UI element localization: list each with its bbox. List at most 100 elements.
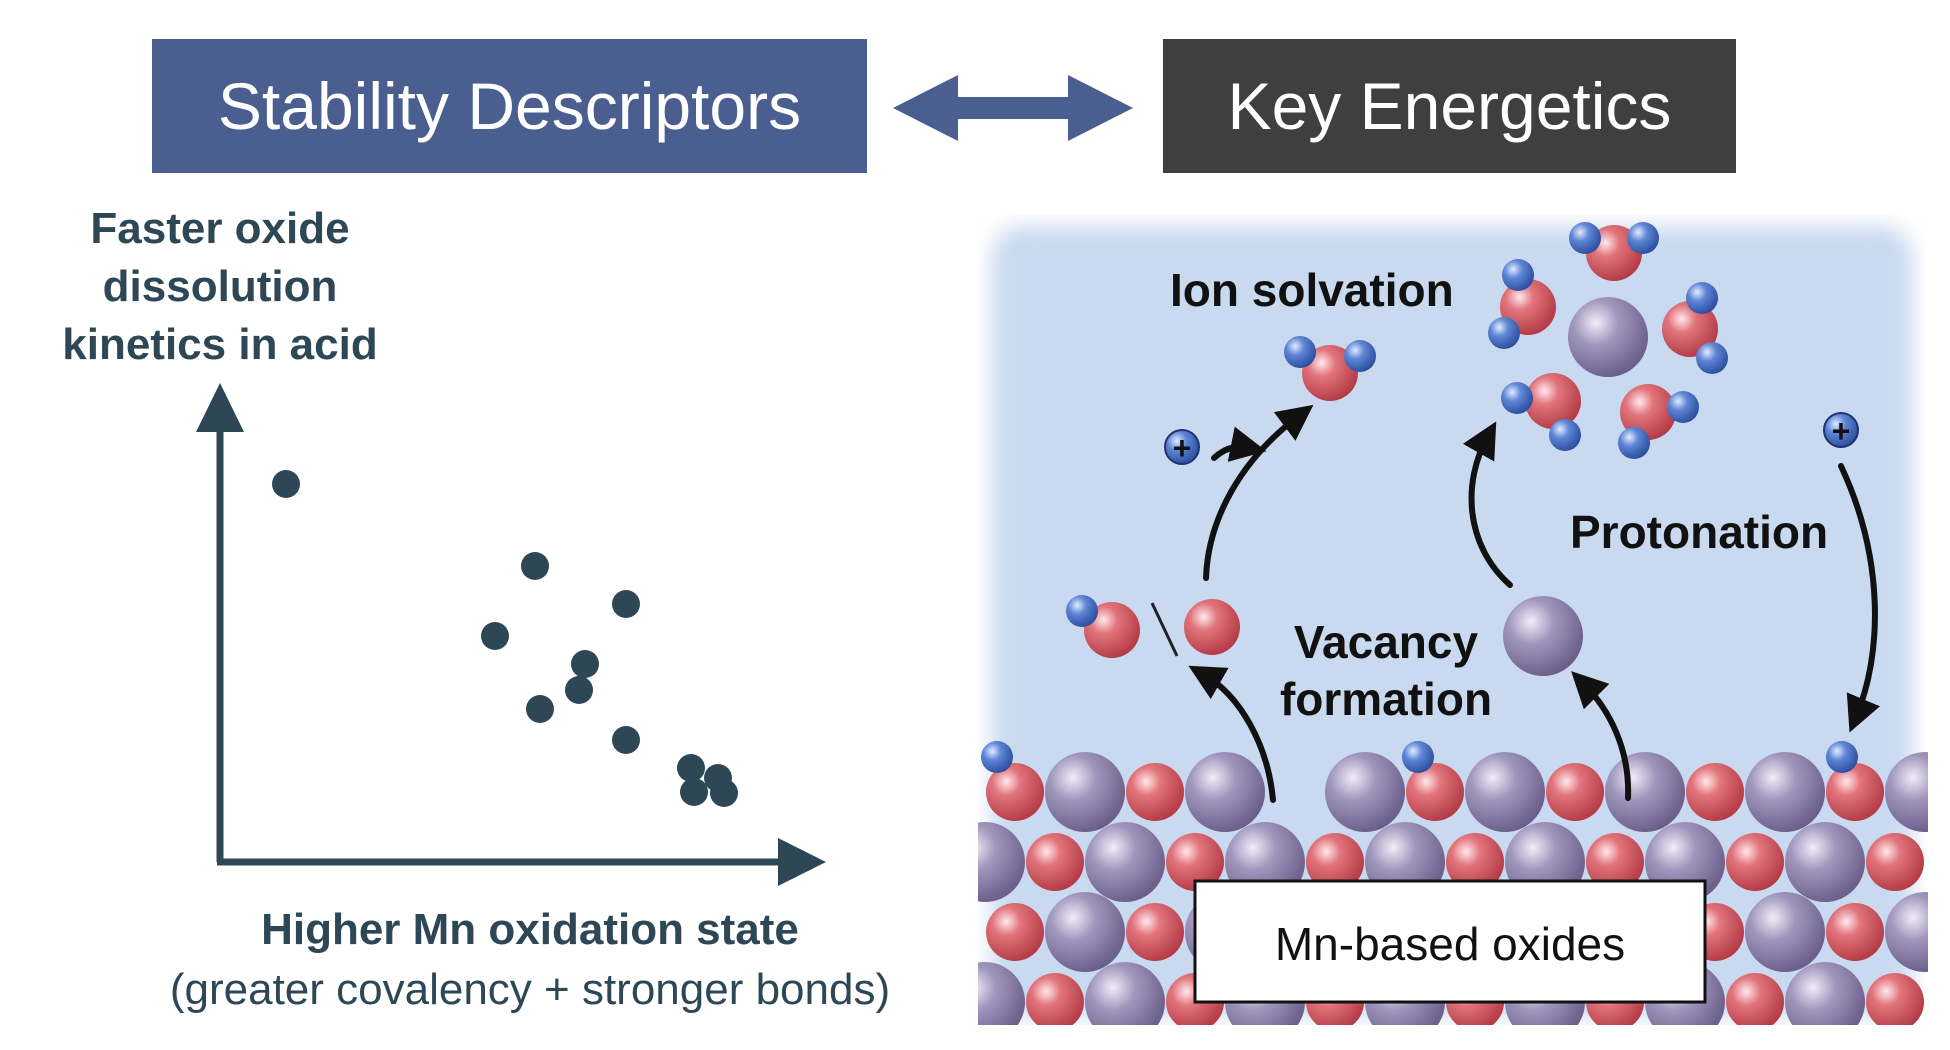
proton <box>1569 222 1601 254</box>
scatter-points <box>272 470 738 807</box>
water-oxygen <box>1662 301 1718 357</box>
mn-atom <box>1085 962 1165 1025</box>
mn-atom <box>1745 752 1825 832</box>
stability-descriptors-header: Stability Descriptors <box>152 39 867 173</box>
water-oxygen <box>1525 373 1581 429</box>
stability-descriptors-title: Stability Descriptors <box>217 69 802 143</box>
oxygen-atom <box>1826 903 1884 961</box>
ion-solvation-label: Ion solvation <box>1170 264 1454 316</box>
oxygen-atom <box>986 903 1044 961</box>
oxygen-atom <box>1726 833 1784 891</box>
mn-ion <box>1568 297 1648 377</box>
oxygen-atom <box>1026 833 1084 891</box>
double-arrow-icon <box>893 75 1133 141</box>
data-point <box>571 650 599 678</box>
oxides-label-box <box>1193 879 1707 1004</box>
oxygen-atom <box>1726 973 1784 1025</box>
oxygen-atom <box>1686 763 1744 821</box>
mn-atom <box>1885 892 1928 972</box>
hydroxide-oxygen <box>1084 602 1140 658</box>
y-axis-label-line: kinetics in acid <box>62 320 378 369</box>
oxygen-atom <box>1546 763 1604 821</box>
proton <box>1066 595 1098 627</box>
proton <box>1627 222 1659 254</box>
proton <box>1284 336 1316 368</box>
data-point <box>710 779 738 807</box>
plus-sign: + <box>1832 413 1851 449</box>
water-oxygen <box>1302 345 1358 401</box>
proton <box>1618 427 1650 459</box>
vacancy-label-line2: formation <box>1280 673 1492 725</box>
mn-atom <box>978 962 1025 1025</box>
mn-atom <box>1785 822 1865 902</box>
data-point <box>612 726 640 754</box>
mn-atom <box>1785 962 1865 1025</box>
data-point <box>526 695 554 723</box>
x-axis-label-main: Higher Mn oxidation state <box>261 905 799 954</box>
protonation-label: Protonation <box>1570 506 1828 558</box>
proton <box>1549 419 1581 451</box>
mn-atom <box>978 822 1025 902</box>
oxygen-atom <box>1306 833 1364 891</box>
surface-proton <box>981 741 1013 773</box>
arrow-to-hydroxide <box>1188 665 1276 803</box>
arrow-to-water <box>1203 404 1314 581</box>
mn-atom <box>1325 752 1405 832</box>
proton <box>1501 382 1533 414</box>
data-point <box>565 676 593 704</box>
y-axis-label-line: Faster oxide <box>90 204 350 253</box>
separator-slash <box>1150 602 1179 657</box>
key-energetics-title: Key Energetics <box>1227 69 1672 143</box>
y-axis-label-line: dissolution <box>102 262 338 311</box>
x-axis-label: Higher Mn oxidation state (greater coval… <box>80 900 980 1020</box>
data-point <box>481 622 509 650</box>
data-point <box>680 778 708 806</box>
process-arrows <box>1188 404 1881 803</box>
oxygen-atom <box>1446 833 1504 891</box>
key-energetics-header: Key Energetics <box>1163 39 1736 173</box>
x-axis-arrowhead <box>778 838 826 886</box>
proton <box>1502 259 1534 291</box>
oxygen-atom <box>1126 763 1184 821</box>
y-axis-arrowhead <box>196 383 244 432</box>
data-point <box>612 590 640 618</box>
proton <box>1696 342 1728 374</box>
oxides-label: Mn-based oxides <box>1275 918 1625 970</box>
water-oxygen <box>1620 384 1676 440</box>
mn-atom <box>1605 752 1685 832</box>
proton <box>1488 317 1520 349</box>
data-point <box>272 470 300 498</box>
mn-atom <box>1885 752 1928 832</box>
dissolution-scene <box>978 226 1928 1025</box>
proton-icon <box>1823 412 1859 448</box>
mn-atom <box>1045 752 1125 832</box>
data-point <box>521 552 549 580</box>
arrow-to-vacancy-ion <box>1571 671 1632 801</box>
oxygen-atom <box>1866 973 1924 1025</box>
oxygen-atom <box>1126 903 1184 961</box>
mn-atom <box>1185 752 1265 832</box>
solvated-ion-cluster <box>1488 222 1728 459</box>
proton <box>1667 391 1699 423</box>
mn-atom <box>1465 752 1545 832</box>
mn-atom <box>1045 892 1125 972</box>
oxygen-atom <box>1826 763 1884 821</box>
y-axis-label: Faster oxide dissolution kinetics in aci… <box>20 200 420 374</box>
vacancy-label-line1: Vacancy <box>1294 616 1479 668</box>
hydroxide-oxygen-pair <box>1066 595 1240 658</box>
mn-atom <box>1745 892 1825 972</box>
surface-proton <box>1402 741 1434 773</box>
arrow-protonation <box>1838 463 1881 733</box>
proton-plus: + <box>1164 429 1200 466</box>
oxygen-atom <box>1026 973 1084 1025</box>
arrow-to-cluster <box>1462 421 1513 588</box>
oxygen-atom <box>1406 763 1464 821</box>
water-molecule <box>1284 336 1376 401</box>
oxygen-atom <box>1866 833 1924 891</box>
data-point <box>677 754 705 782</box>
oxygen-atom <box>986 763 1044 821</box>
proton <box>1686 282 1718 314</box>
proton <box>1344 340 1376 372</box>
vacancy-mn-ion <box>1503 596 1583 676</box>
